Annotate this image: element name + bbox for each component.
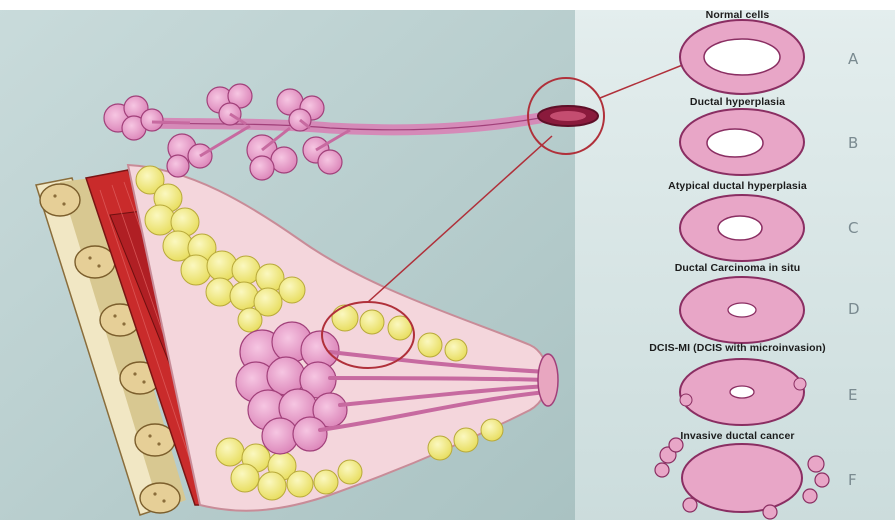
stage-letter-e: E [848,386,857,404]
cell-stage-a [680,20,804,94]
stage-label-a: Normal cells [580,9,895,21]
stage-letter-f: F [848,471,857,489]
cell-stage-c [680,195,804,261]
stage-label-d: Ductal Carcinoma in situ [580,262,895,274]
cell-stage-b [680,109,804,175]
stage-letter-c: C [848,219,858,237]
stage-label-b: Ductal hyperplasia [580,96,895,108]
stage-label-f: Invasive ductal cancer [580,430,895,442]
stage-label-e: DCIS-MI (DCIS with microinvasion) [580,342,895,354]
cell-stage-d [680,277,804,343]
stage-label-c: Atypical ductal hyperplasia [580,180,895,192]
stage-letter-b: B [848,134,858,152]
nipple [538,354,558,406]
stage-letter-a: A [848,50,858,68]
stage-letter-d: D [848,300,860,318]
cell-stage-e [680,359,806,425]
